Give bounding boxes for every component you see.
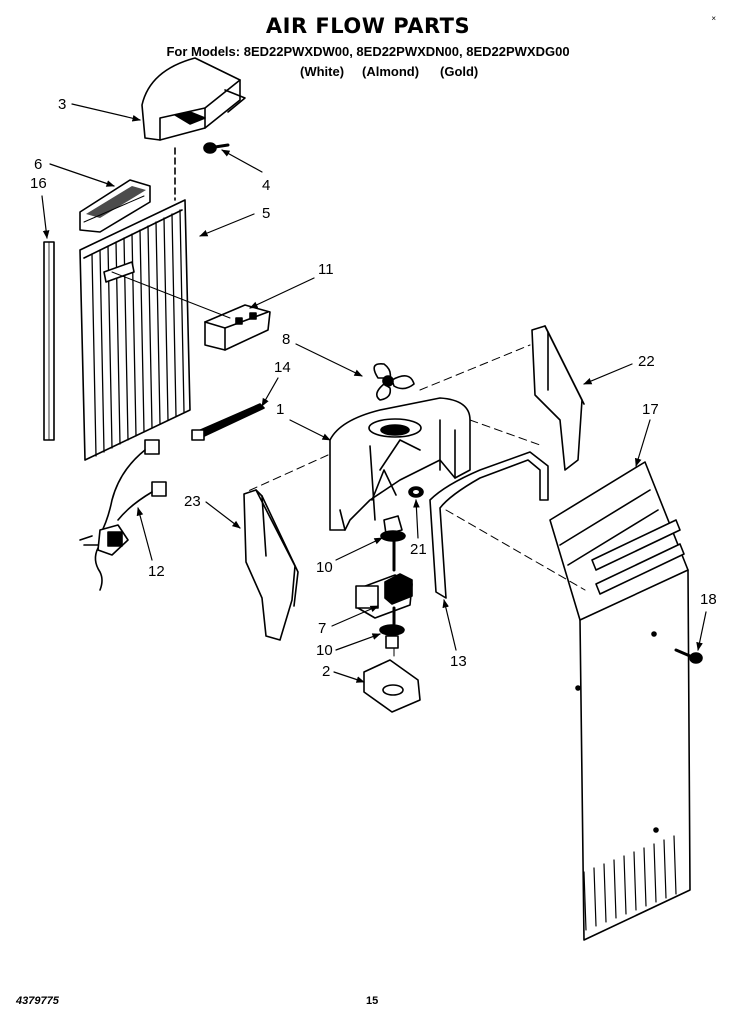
callout-1: 1	[276, 401, 285, 418]
part-11-housing	[204, 304, 271, 351]
part-5-evaporator-cover	[79, 199, 231, 461]
assembly-lines	[245, 344, 586, 661]
part-8-fan-blade	[373, 362, 415, 401]
callout-23: 23	[184, 493, 201, 510]
callout-14: 14	[274, 359, 291, 376]
callout-21: 21	[410, 541, 427, 558]
callout-17: 17	[642, 401, 659, 418]
callout-16: 16	[30, 175, 47, 192]
part-16-strip	[43, 241, 55, 441]
callout-11: 11	[318, 261, 334, 278]
color-gold: (Gold)	[440, 64, 479, 79]
callout-8: 8	[282, 331, 291, 348]
color-white: (White)	[300, 64, 345, 79]
part-14-sensor	[191, 403, 265, 441]
part-10-upper-mount	[380, 515, 406, 572]
part-21-grommet	[408, 486, 424, 498]
part-3-duct-cover	[141, 57, 246, 201]
callout-10-upper: 10	[316, 559, 333, 576]
part-22-duct-panel	[531, 325, 585, 471]
part-7-fan-motor	[355, 573, 413, 626]
callout-2: 2	[322, 663, 331, 680]
part-18-screw	[674, 648, 703, 664]
callout-3: 3	[58, 96, 67, 113]
callout-5: 5	[262, 205, 271, 222]
part-10-lower-mount	[379, 624, 405, 649]
callout-18: 18	[700, 591, 717, 608]
corner-mark: ×	[711, 14, 716, 23]
part-13-gasket	[429, 451, 549, 599]
callout-7: 7	[318, 620, 327, 637]
callout-12: 12	[148, 563, 165, 580]
page-number: 15	[366, 995, 379, 1007]
document-part-number: 4379775	[16, 995, 59, 1007]
leader-arrows	[41, 103, 707, 683]
diagram-title: AIR FLOW PARTS	[265, 14, 471, 38]
model-numbers: For Models: 8ED22PWXDW00, 8ED22PWXDN00, …	[166, 44, 570, 59]
part-17-rear-cover	[549, 461, 691, 941]
part-1-fan-shroud	[329, 397, 471, 531]
callout-10-lower: 10	[316, 642, 333, 659]
part-4-screw	[203, 142, 230, 154]
part-23-duct-panel	[243, 489, 299, 641]
callout-6: 6	[34, 156, 43, 173]
part-12-harness	[79, 439, 167, 591]
callout-4: 4	[262, 177, 271, 194]
callout-13: 13	[450, 653, 467, 670]
color-almond: (Almond)	[362, 64, 420, 79]
callout-22: 22	[638, 353, 655, 370]
part-6-trim	[79, 179, 151, 233]
part-2-bracket	[363, 659, 421, 713]
